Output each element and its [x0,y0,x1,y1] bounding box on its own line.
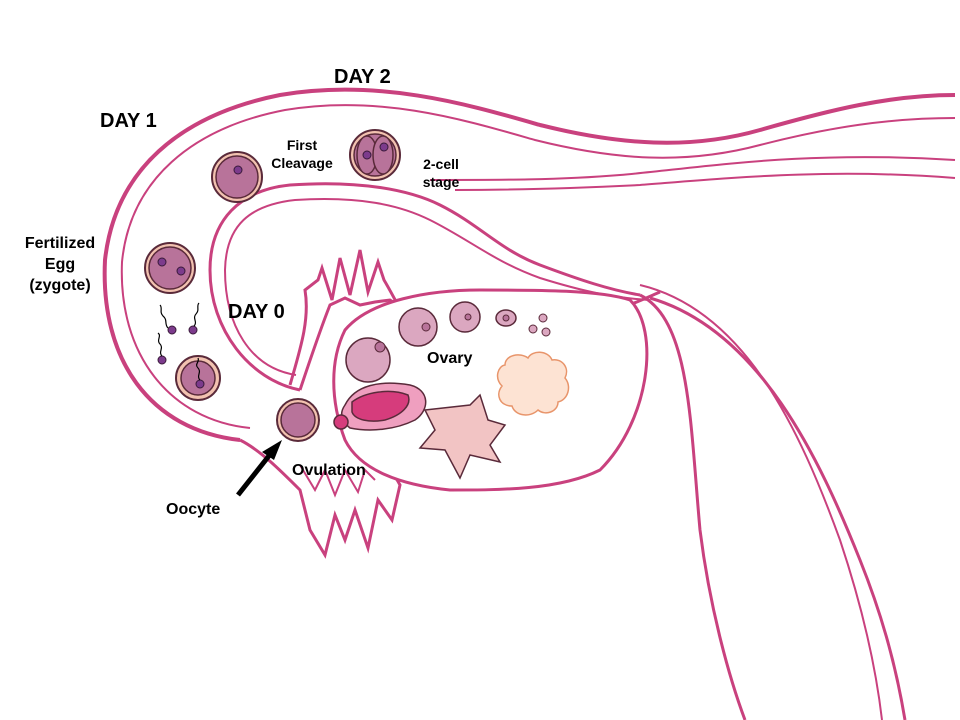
sperm-entering-tail [196,357,201,381]
uterus-wall-outer [649,296,907,720]
label-first-cleavage-line1: First [286,137,318,153]
label-day1: DAY 1 [100,110,157,132]
tube-inner-wall-line [223,198,651,376]
sperm-tail [193,302,200,327]
label-oocyte: Oocyte [166,501,221,518]
follicle-medium-nucleus [464,313,472,321]
follicle-tiny-3 [541,327,551,337]
label-first-cleavage-line2: Cleavage [271,155,333,171]
corpus-luteum [351,390,410,422]
label-fertilized-line2: Egg [44,256,76,273]
fimbriae-top [288,249,400,391]
label-two-cell-line2: stage [422,174,460,190]
sperm-entering-head [195,379,205,389]
follicle-tiny-1 [528,324,538,334]
atretic-follicle [496,351,570,416]
tube-inner-wall [208,182,641,392]
first-cleavage-nucleus [233,165,243,175]
label-day2: DAY 2 [334,66,391,88]
corpus-albicans [418,393,507,480]
oocyte-arrow-head [262,440,282,460]
released-oocyte-small [333,414,349,430]
sperm-head [167,325,177,335]
sperm-head [188,325,198,335]
blastomere-nucleus [379,142,389,152]
tube-outer-wall-inner-line [120,104,956,429]
label-two-cell-stage: 2-cell stage [414,155,468,191]
label-two-cell-line1: 2-cell [423,156,459,172]
label-ovulation: Ovulation [292,462,366,479]
follicle-large-nucleus [421,322,431,332]
follicle-small-nucleus [502,314,510,322]
tube-outer-wall [102,87,956,442]
blastomere-right [372,135,394,175]
label-first-cleavage: First Cleavage [266,136,338,172]
tube-inner-line-3 [454,172,956,191]
zygote-core [148,246,192,290]
fimbriae-bottom-inner [299,464,376,498]
label-day0: DAY 0 [228,301,285,323]
label-fertilized-line3: (zygote) [29,277,91,294]
tube-inner-line-2 [429,156,956,181]
sperm-tail [159,304,169,329]
oocyte-core [280,402,316,438]
sperm-head [157,355,167,365]
uterus-wall-outer-line [639,284,883,720]
blastomere-nucleus [362,150,372,160]
first-cleavage-cell-core [215,155,259,199]
follicle-large [398,307,438,347]
follicle-mature-nucleus [374,341,386,353]
label-fertilized-line1: Fertilized [24,235,96,252]
follicle-tiny-2 [538,313,548,323]
zygote-pronucleus [176,266,186,276]
egg-fertilization-core [180,360,216,396]
uterus-wall-right [639,293,747,720]
zygote-pronucleus [157,257,167,267]
sperm-tail [157,332,163,357]
sperm-group [157,302,200,365]
label-fertilized-egg: Fertilized Egg (zygote) [14,233,106,296]
oocyte-arrow-shaft [236,450,274,497]
label-ovary: Ovary [427,350,473,367]
